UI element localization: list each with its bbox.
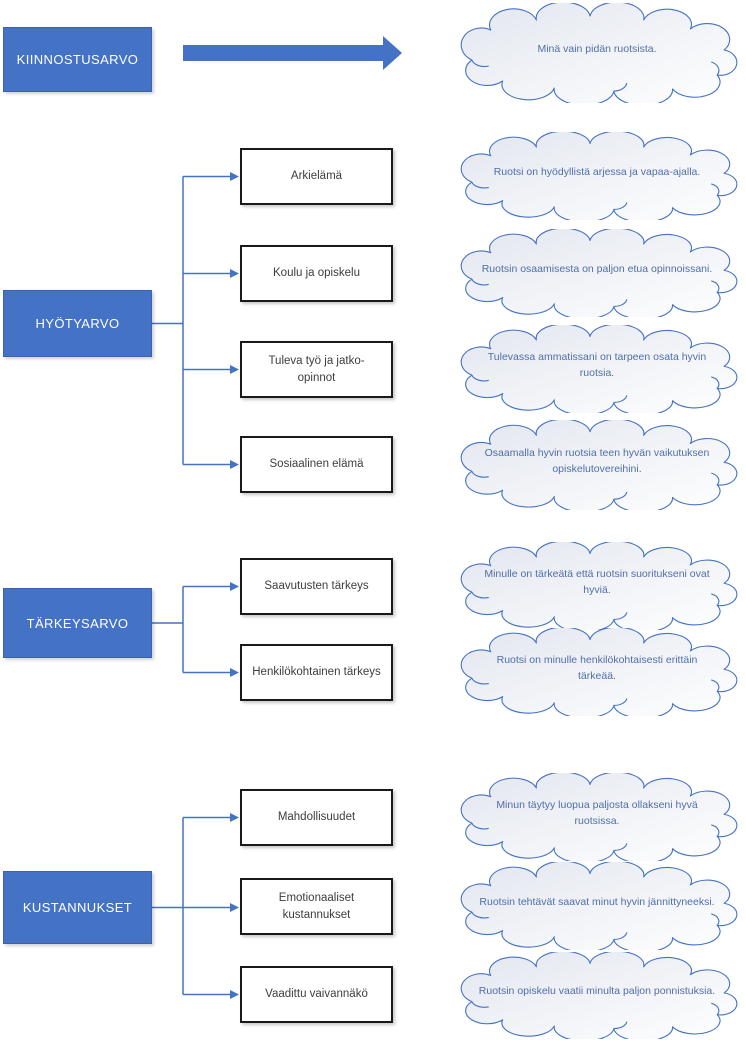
subcategory-label: Henkilökohtainen tärkeys bbox=[252, 666, 381, 679]
kustannukset-connectors bbox=[152, 813, 239, 999]
subcategory-label: Tuleva työ ja jatko-opinnot bbox=[268, 354, 365, 384]
subcategory-label: Koulu ja opiskelu bbox=[273, 267, 360, 280]
subcategory-box-sosiaalinen-elama: Sosiaalinen elämä bbox=[240, 436, 393, 493]
subcategory-box-saavutusten-tarkeys: Saavutusten tärkeys bbox=[240, 558, 393, 615]
thought-cloud: Ruotsin tehtävät saavat minut hyvin jänn… bbox=[448, 862, 746, 950]
hyotyarvo-connectors bbox=[152, 172, 239, 469]
cloud-text: Minä vain pidän ruotsista. bbox=[537, 42, 657, 55]
cloud-text: Tulevassa ammatissani on tarpeen osata h… bbox=[487, 350, 707, 379]
thought-cloud: Minulle on tärkeätä että ruotsin suoritu… bbox=[448, 542, 746, 630]
subcategory-box-koulu-ja-opiskelu: Koulu ja opiskelu bbox=[240, 245, 393, 302]
subcategory-box-emotionaaliset-kustannukset: Emotionaaliset kustannukset bbox=[240, 878, 393, 935]
cloud-text: Minun täytyy luopua paljosta ollakseni h… bbox=[496, 798, 698, 827]
subcategory-label: Vaadittu vaivannäkö bbox=[265, 988, 368, 1001]
category-box-hyotyarvo: HYÖTYARVO bbox=[3, 290, 152, 357]
cloud-text: Minulle on tärkeätä että ruotsin suoritu… bbox=[484, 567, 710, 596]
subcategory-label: Arkielämä bbox=[290, 170, 343, 183]
cloud-text: Ruotsin opiskelu vaatii minulta paljon p… bbox=[478, 985, 716, 998]
category-label: TÄRKEYSARVO bbox=[26, 615, 129, 631]
right-arrow-icon bbox=[183, 36, 402, 70]
subcategory-box-vaadittu-vaivannako: Vaadittu vaivannäkö bbox=[240, 966, 393, 1023]
category-label: KIINNOSTUSARVO bbox=[16, 52, 139, 67]
cloud-text: Osaamalla hyvin ruotsia teen hyvän vaiku… bbox=[484, 446, 710, 475]
category-label: KUSTANNUKSET bbox=[22, 900, 133, 915]
thought-cloud: Ruotsi on hyödyllistä arjessa ja vapaa-a… bbox=[448, 132, 746, 220]
subcategory-box-mahdollisuudet: Mahdollisuudet bbox=[240, 789, 393, 846]
subcategory-box-henkilokohtainen-tarkeys: Henkilökohtainen tärkeys bbox=[240, 644, 393, 701]
subcategory-box-arkielama: Arkielämä bbox=[240, 148, 393, 205]
subcategory-label: Saavutusten tärkeys bbox=[264, 580, 369, 593]
category-box-tarkeysarvo: TÄRKEYSARVO bbox=[3, 588, 152, 658]
category-box-kustannukset: KUSTANNUKSET bbox=[3, 871, 152, 944]
cloud-text: Ruotsin osaamisesta on paljon etua opinn… bbox=[481, 262, 713, 275]
thought-cloud: Ruotsi on minulle henkilökohtaisesti eri… bbox=[448, 628, 746, 716]
thought-cloud: Minun täytyy luopua paljosta ollakseni h… bbox=[448, 773, 746, 861]
subcategory-label: Emotionaaliset kustannukset bbox=[278, 891, 355, 921]
thought-cloud: Tulevassa ammatissani on tarpeen osata h… bbox=[448, 325, 746, 413]
thought-cloud: Osaamalla hyvin ruotsia teen hyvän vaiku… bbox=[448, 420, 746, 510]
tarkeysarvo-connectors bbox=[152, 582, 239, 677]
category-label: HYÖTYARVO bbox=[35, 316, 120, 331]
thought-cloud: Minä vain pidän ruotsista. bbox=[448, 3, 746, 103]
subcategory-label: Sosiaalinen elämä bbox=[269, 458, 364, 471]
subcategory-label: Mahdollisuudet bbox=[277, 811, 356, 824]
cloud-text: Ruotsi on minulle henkilökohtaisesti eri… bbox=[496, 653, 698, 682]
thought-cloud: Ruotsin osaamisesta on paljon etua opinn… bbox=[448, 229, 746, 317]
thought-cloud: Ruotsin opiskelu vaatii minulta paljon p… bbox=[448, 952, 746, 1039]
cloud-text: Ruotsi on hyödyllistä arjessa ja vapaa-a… bbox=[493, 165, 701, 178]
category-box-kiinnostusarvo: KIINNOSTUSARVO bbox=[3, 27, 152, 92]
subcategory-box-tuleva-tyo: Tuleva työ ja jatko-opinnot bbox=[240, 341, 393, 398]
cloud-text: Ruotsin tehtävät saavat minut hyvin jänn… bbox=[479, 895, 715, 908]
